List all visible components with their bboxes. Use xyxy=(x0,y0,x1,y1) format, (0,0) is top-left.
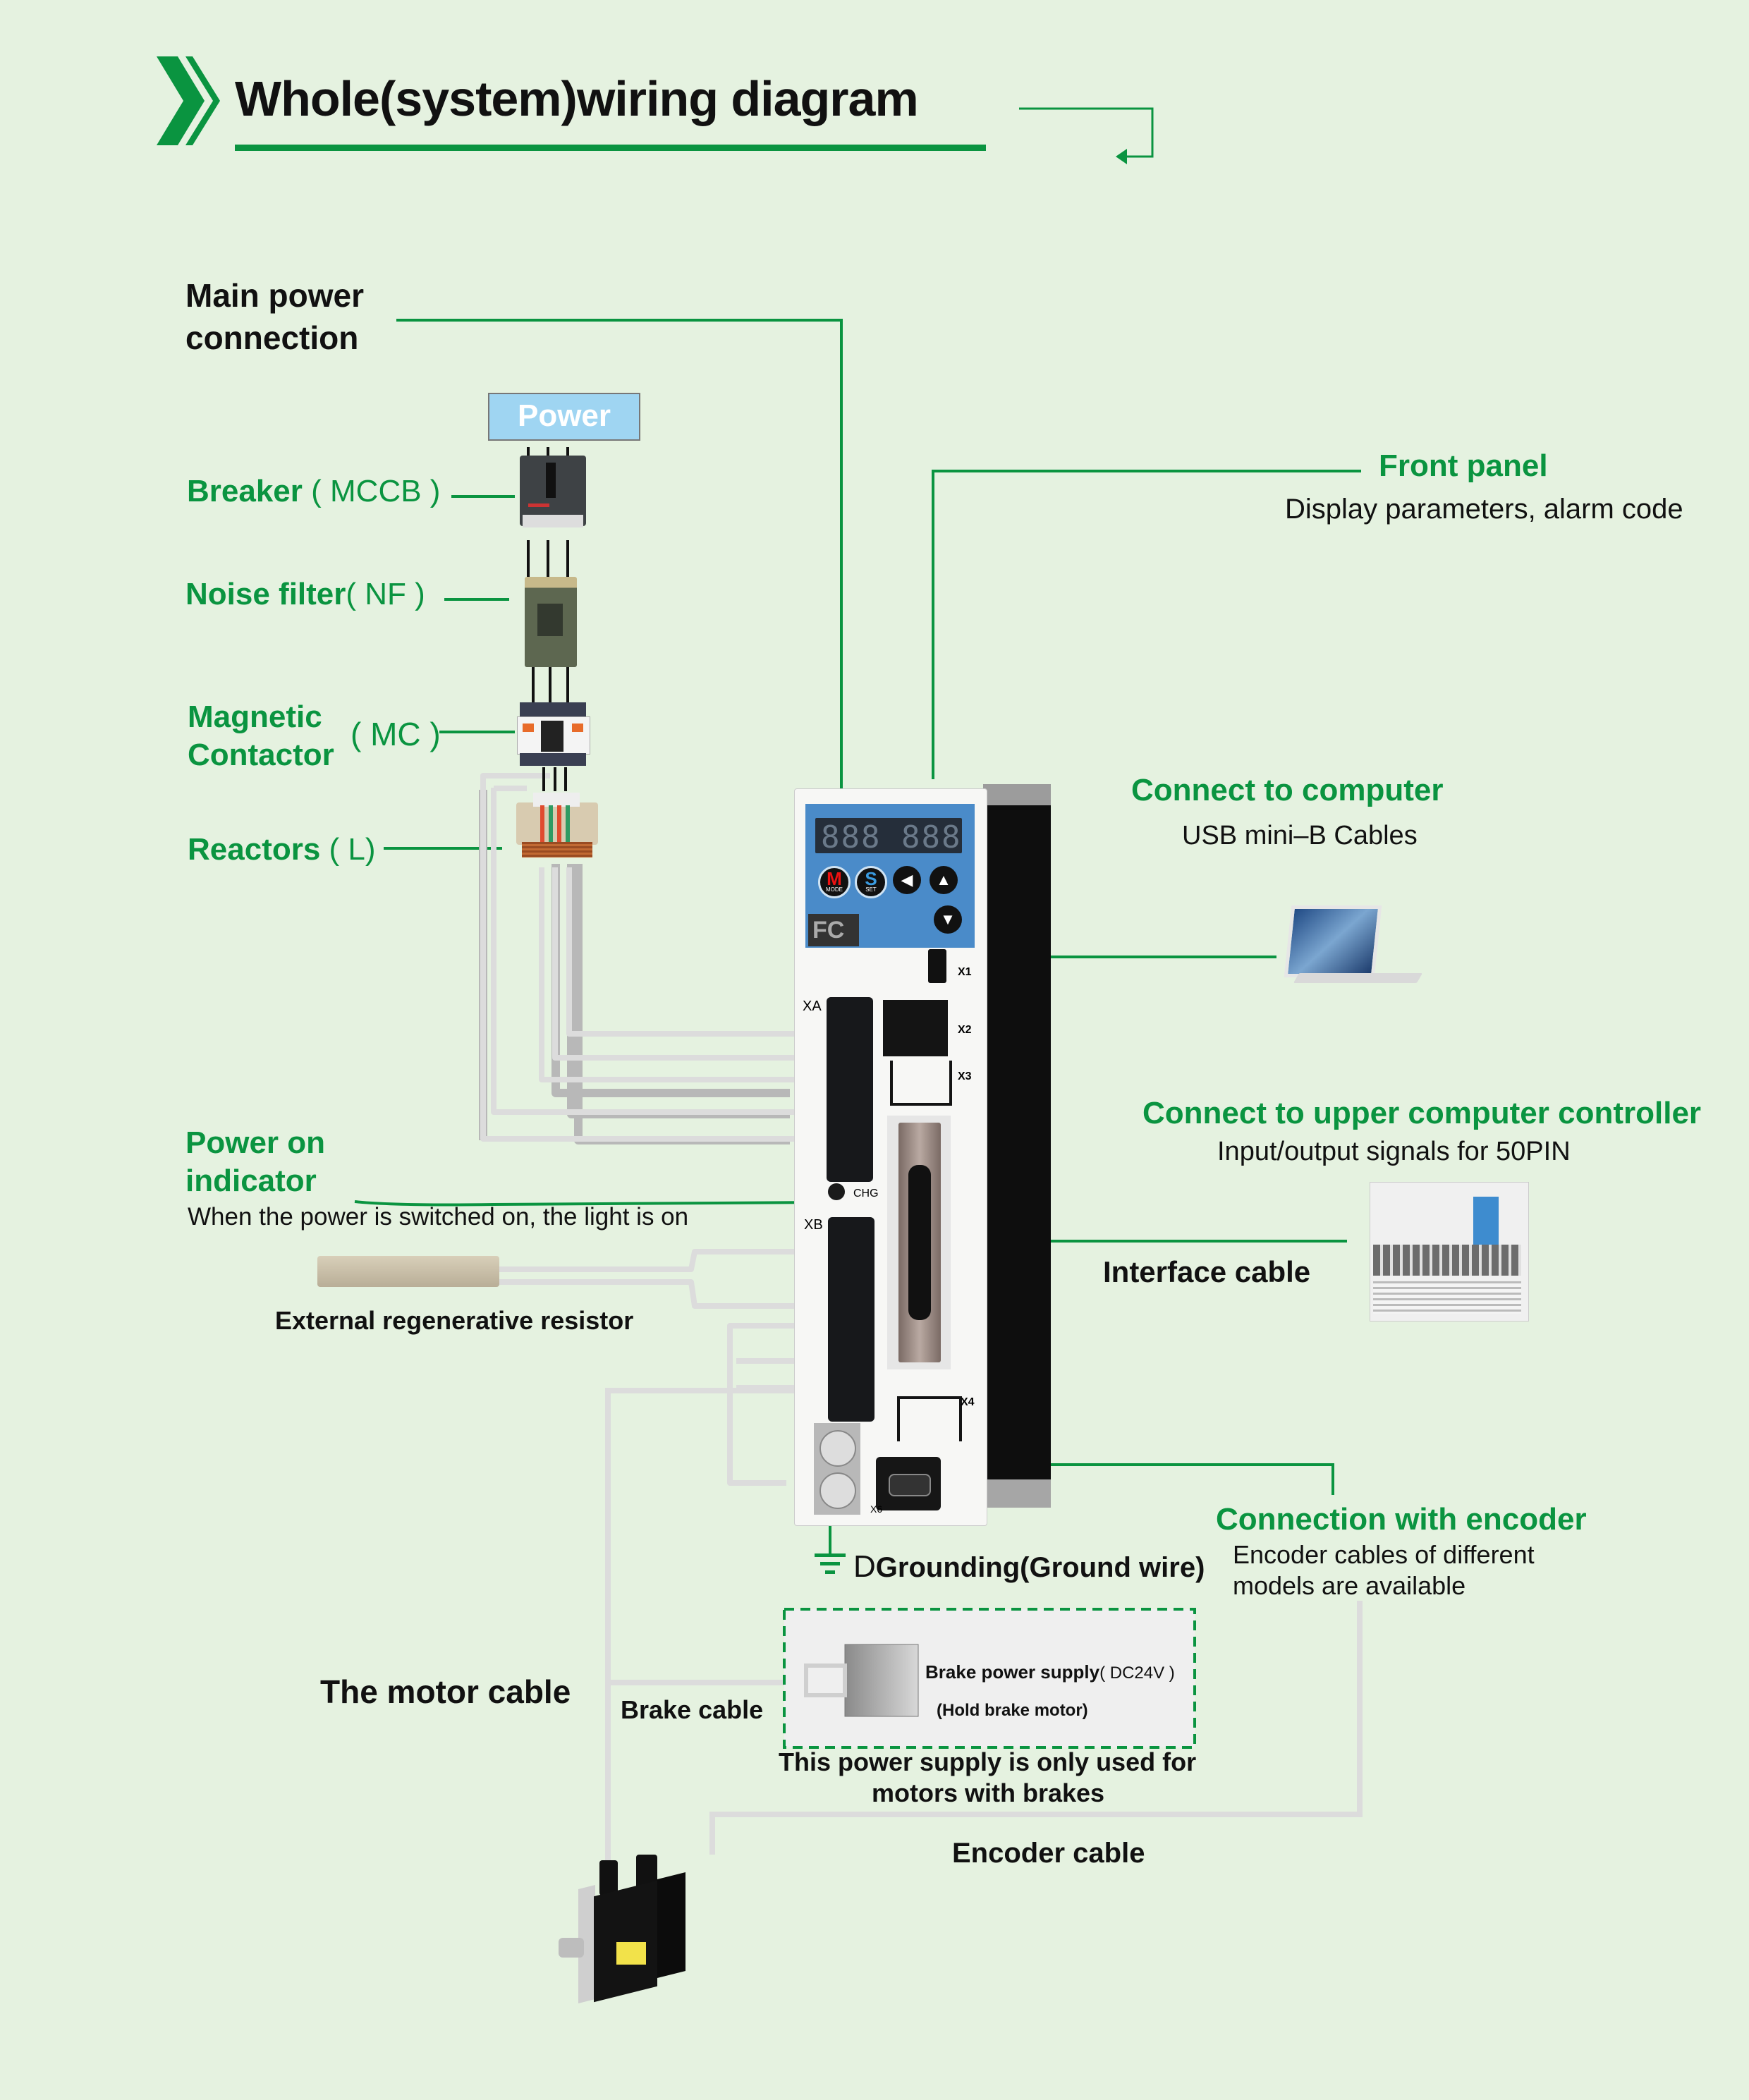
regen-resistor-icon xyxy=(317,1256,499,1287)
port-label-x2: X2 xyxy=(958,1024,972,1036)
front-panel: 888 888 M MODE S SET ◀ ▲ ▼ FC xyxy=(805,804,975,948)
encoder-port-x6[interactable] xyxy=(876,1457,941,1510)
led-display: 888 888 xyxy=(815,818,962,855)
encoder-leader xyxy=(951,1463,1334,1495)
breaker-icon xyxy=(520,447,586,542)
page-title: Whole(system)wiring diagram xyxy=(235,71,919,126)
up-arrow-button[interactable]: ▲ xyxy=(930,866,958,894)
return-arrow-icon xyxy=(1019,107,1154,164)
header-chevron-icon xyxy=(157,56,220,145)
brand-logo: FC xyxy=(808,914,859,946)
port-label-xa: XA xyxy=(803,999,822,1014)
port-label-xb: XB xyxy=(804,1217,823,1233)
brake-supply-note: (Hold brake motor) xyxy=(937,1701,1088,1720)
computer-description: USB mini–B Cables xyxy=(1182,821,1418,850)
noise-filter-icon xyxy=(525,577,577,667)
motor-cables xyxy=(605,1388,1363,1890)
interface-cable-label: Interface cable xyxy=(1103,1255,1311,1288)
motor-cable-label: The motor cable xyxy=(320,1673,571,1710)
contactor-label-line1: Magnetic xyxy=(188,700,322,734)
encoder-cable-label: Encoder cable xyxy=(952,1838,1145,1869)
front-panel-description: Display parameters, alarm code xyxy=(1285,494,1683,525)
power-indicator-title-line1: Power on xyxy=(185,1125,326,1160)
power-indicator-leader xyxy=(354,1200,822,1207)
power-source-box: Power xyxy=(488,393,640,441)
computer-title: Connect to computer xyxy=(1131,773,1444,807)
heatsink xyxy=(983,784,1051,1508)
chg-label: CHG xyxy=(853,1188,879,1199)
reactor-icon xyxy=(516,793,598,857)
contactor-label-line2: Contactor xyxy=(188,738,334,772)
connector-xa[interactable] xyxy=(827,997,873,1182)
port-x3[interactable] xyxy=(890,1061,952,1106)
front-panel-leader xyxy=(932,470,1361,779)
encoder-description-line1: Encoder cables of different xyxy=(1233,1540,1535,1569)
encoder-title: Connection with encoder xyxy=(1216,1502,1587,1537)
power-cable-fill xyxy=(480,773,804,1142)
brake-supply-caption-line1: This power supply is only used for xyxy=(779,1747,1197,1776)
encoder-description-line2: models are available xyxy=(1233,1571,1466,1600)
reactor-label: Reactors ( L) xyxy=(188,832,376,867)
usb-port-x1[interactable] xyxy=(928,949,946,983)
main-power-label-line2: connection xyxy=(185,319,359,356)
set-button[interactable]: S SET xyxy=(855,866,887,898)
front-panel-title: Front panel xyxy=(1379,448,1548,483)
connector-xb[interactable] xyxy=(828,1217,874,1422)
port-x4[interactable] xyxy=(897,1396,962,1441)
mode-button[interactable]: M MODE xyxy=(818,866,851,898)
power-label: Power xyxy=(517,398,611,433)
port-label-x1: X1 xyxy=(958,966,972,978)
laptop-icon xyxy=(1275,904,1423,996)
port-label-x3: X3 xyxy=(958,1070,972,1082)
ground-symbol-icon xyxy=(815,1553,846,1574)
brake-supply-caption-line2: motors with brakes xyxy=(872,1778,1105,1807)
contactor-abbr: ( MC ) xyxy=(351,716,441,752)
connector-50pin[interactable] xyxy=(887,1116,951,1369)
port-label-x6: X6 xyxy=(870,1503,883,1515)
plc-controller-icon xyxy=(1370,1182,1529,1321)
grounding-label: DGrounding(Ground wire) xyxy=(853,1549,1205,1584)
port-label-x4: X4 xyxy=(961,1396,975,1408)
regen-resistor-cables xyxy=(499,1249,800,1486)
brake-power-supply-icon xyxy=(844,1644,919,1717)
servo-drive: 888 888 M MODE S SET ◀ ▲ ▼ FC X1 XA X2 X… xyxy=(784,784,1052,1526)
display-digits: 888 888 xyxy=(821,819,962,855)
port-x2[interactable] xyxy=(883,1000,948,1056)
servo-motor-icon xyxy=(559,1855,763,2010)
power-indicator-description: When the power is switched on, the light… xyxy=(188,1203,689,1231)
title-underline xyxy=(235,145,986,151)
power-indicator-title-line2: indicator xyxy=(185,1164,317,1198)
breaker-label: Breaker ( MCCB ) xyxy=(187,474,441,508)
main-power-label-line1: Main power xyxy=(185,277,365,314)
noise-filter-label: Noise filter( NF ) xyxy=(185,577,425,611)
upper-controller-description: Input/output signals for 50PIN xyxy=(1217,1137,1571,1166)
charge-indicator-led xyxy=(828,1183,845,1200)
brake-supply-box xyxy=(783,1608,1196,1749)
down-arrow-button[interactable]: ▼ xyxy=(934,905,962,934)
brake-cable-label: Brake cable xyxy=(621,1695,764,1724)
brake-supply-title: Brake power supply( DC24V ) xyxy=(925,1661,1175,1683)
magnetic-contactor-icon xyxy=(517,702,590,767)
left-arrow-button[interactable]: ◀ xyxy=(893,866,921,894)
upper-controller-title: Connect to upper computer controller xyxy=(1142,1096,1702,1130)
main-power-leader xyxy=(396,319,843,1005)
regen-resistor-label: External regenerative resistor xyxy=(275,1306,634,1335)
ground-terminal xyxy=(814,1423,860,1515)
